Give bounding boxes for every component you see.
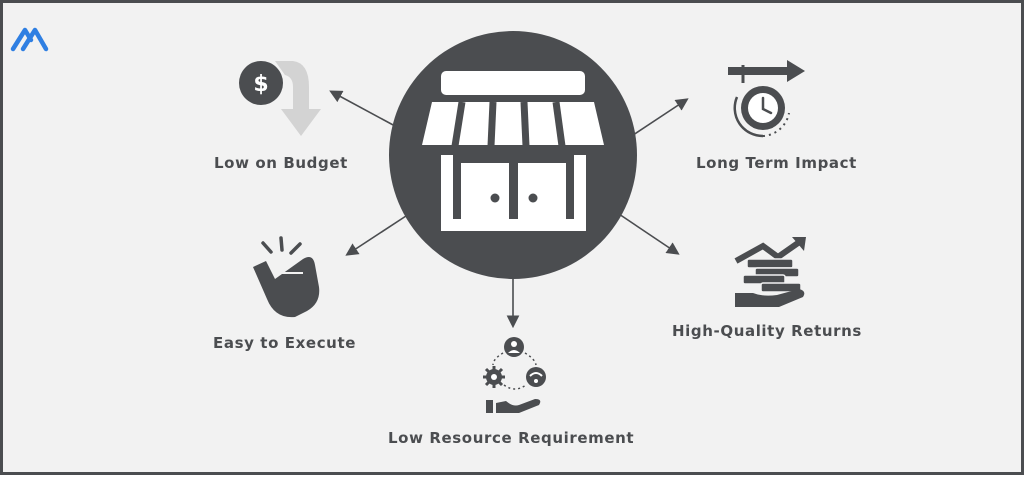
label-low-on-budget: Low on Budget (214, 154, 348, 172)
clock-arrow-icon (728, 60, 805, 138)
dollar-down-arrow-icon: $ (239, 61, 321, 136)
brand-logo-icon (10, 27, 49, 52)
arrow-to-budget (329, 90, 396, 127)
svg-text:$: $ (253, 72, 268, 97)
label-long-term-impact: Long Term Impact (696, 154, 857, 172)
arrow-to-execute (345, 215, 407, 256)
coins-growth-icon (734, 237, 806, 307)
snap-hand-icon (253, 236, 320, 318)
label-easy-to-execute: Easy to Execute (213, 334, 357, 352)
label-low-resource-requirement: Low Resource Requirement (388, 429, 635, 447)
resource-cycle-icon (483, 337, 546, 413)
storefront-icon (389, 31, 637, 279)
label-high-quality-returns: High-Quality Returns (672, 322, 862, 340)
diagram-canvas: $ (10, 27, 806, 413)
